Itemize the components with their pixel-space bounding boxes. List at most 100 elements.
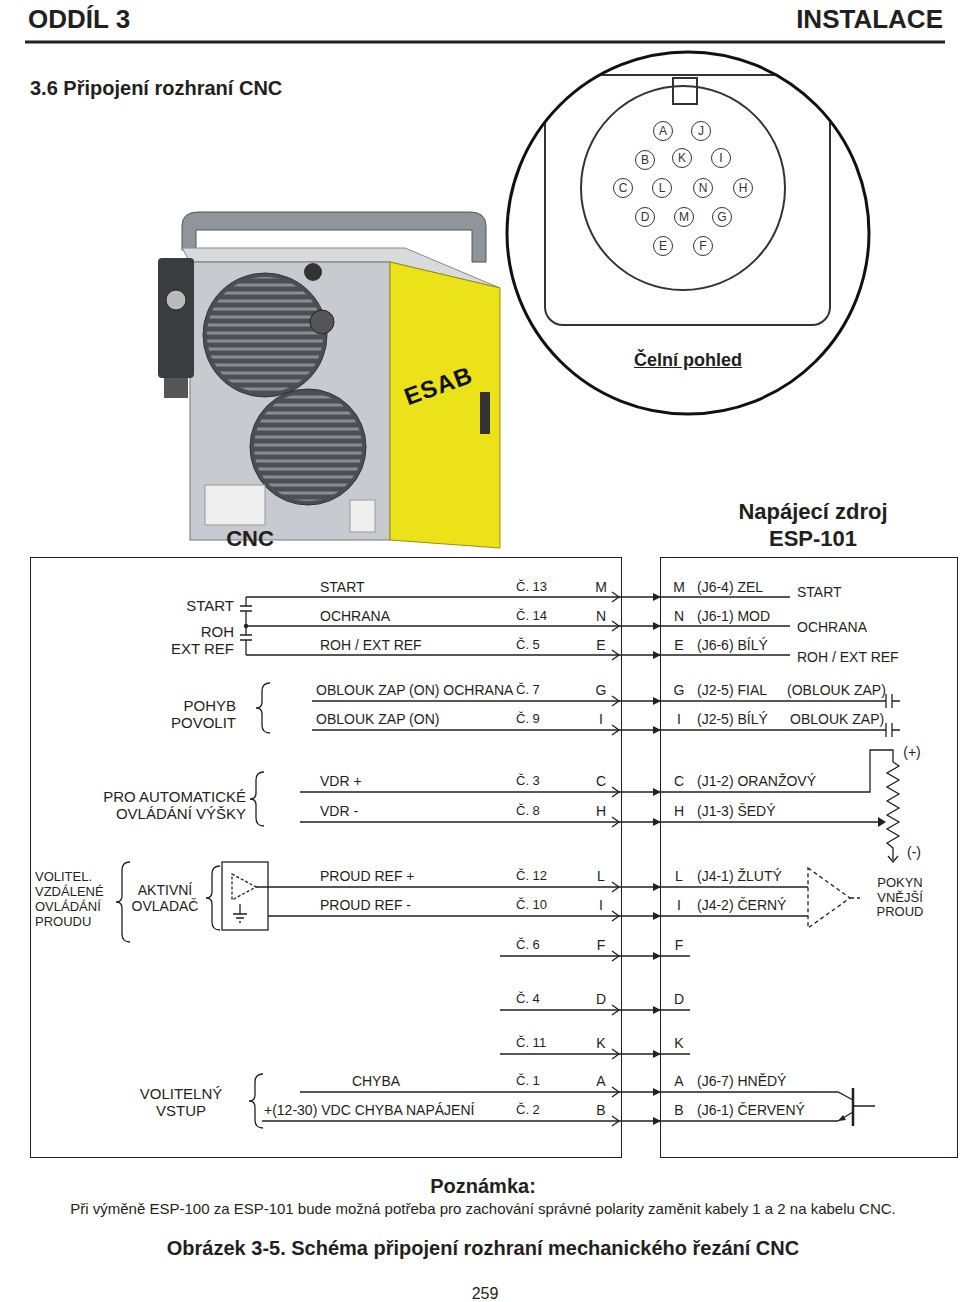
- wire-color: (J4-2) ČERNÝ: [697, 897, 786, 913]
- cable-wire: [622, 955, 660, 956]
- pin-letter: K: [674, 1035, 683, 1051]
- cable-wire: [622, 821, 660, 822]
- cable-wire: [622, 1091, 660, 1092]
- pin-letter: F: [699, 240, 706, 252]
- pin-letter: H: [596, 803, 606, 819]
- machine-yellow-cover: [390, 262, 500, 548]
- box-heading: CNC: [226, 526, 274, 551]
- transistor-symbol: [838, 1106, 875, 1121]
- fan-grille: [200, 277, 370, 501]
- group-label: AKTIVNÍ OVLADAČ: [127, 882, 203, 914]
- brace: [250, 772, 264, 826]
- connector-body: [545, 75, 830, 325]
- cable-wire: [622, 1053, 660, 1054]
- pin-letter: A: [596, 1073, 605, 1089]
- pin-letter: M: [679, 211, 689, 223]
- amplifier-symbol: [808, 868, 850, 928]
- signal-name: VDR -: [320, 803, 358, 819]
- cable-wire: [622, 791, 660, 792]
- group-label: ROH: [201, 623, 234, 640]
- wire-number: Č. 6: [516, 938, 540, 953]
- pin-letter: M: [595, 579, 607, 595]
- emitter-arrow: [838, 1115, 846, 1121]
- pin-circle: J: [691, 121, 711, 141]
- wire-color: (J6-4) ZEL: [697, 579, 763, 595]
- box-heading: Napájecí zdroj ESP-101: [723, 498, 903, 552]
- magnifier-circle: [507, 52, 869, 414]
- signal-name: ROH / EXT REF: [320, 637, 422, 653]
- pin-letter: C: [596, 773, 606, 789]
- pin-circle: G: [712, 207, 732, 227]
- wire-color: (J6-7) HNĚDÝ: [697, 1073, 786, 1089]
- pin-letter: N: [699, 182, 708, 194]
- wire-number: Č. 9: [516, 712, 540, 727]
- cable-wire: [622, 625, 660, 626]
- pin-circle: B: [635, 150, 655, 170]
- machine-photo: [158, 212, 500, 548]
- pin-circle: C: [613, 178, 633, 198]
- pin-letter: B: [641, 154, 649, 166]
- pin-circle: F: [693, 236, 713, 256]
- pin-letter: A: [659, 125, 667, 137]
- pin-letter: I: [599, 897, 603, 913]
- air-filter: [158, 258, 194, 378]
- pin-letter: N: [674, 608, 684, 624]
- driver-box: [222, 862, 268, 930]
- junction-dot: [244, 624, 248, 628]
- pin-letter: I: [599, 711, 603, 727]
- wire-number: Č. 12: [516, 869, 547, 884]
- pin-letter: H: [674, 803, 684, 819]
- transistor-symbol: [852, 1088, 855, 1126]
- signal-name: CHYBA: [352, 1073, 400, 1089]
- pin-letter: H: [739, 182, 748, 194]
- pin-letter: C: [619, 182, 628, 194]
- pin-letter: B: [596, 1102, 605, 1118]
- pin-letter: F: [675, 937, 684, 953]
- pin-letter: D: [641, 211, 650, 223]
- plug-chevrons: [612, 592, 619, 1126]
- pin-letter: K: [678, 152, 686, 164]
- pin-letter: E: [596, 637, 605, 653]
- signal-name: ROH / EXT REF: [797, 649, 899, 665]
- pin-letter: G: [717, 211, 726, 223]
- wire-number: Č. 11: [516, 1036, 546, 1051]
- sticker: [205, 485, 265, 525]
- group-label: POHYB POVOLIT: [166, 697, 236, 732]
- page-number: 259: [472, 1285, 499, 1302]
- pin-letter: K: [596, 1035, 605, 1051]
- signal-name: OCHRANA: [797, 619, 867, 635]
- page-header: ODDÍL 3: [28, 5, 130, 35]
- cable-wire: [622, 729, 660, 730]
- cnc-socket: [304, 263, 322, 281]
- ground-symbol: [233, 887, 268, 922]
- cable-wire: [622, 1120, 660, 1121]
- group-label: EXT REF: [171, 640, 234, 657]
- pin-letter: M: [673, 579, 685, 595]
- wire-number: Č. 1: [516, 1074, 540, 1089]
- wire-number: Č. 7: [516, 683, 540, 698]
- pin-letter: D: [596, 991, 606, 1007]
- switch-symbol: [240, 597, 258, 655]
- pin-letter: A: [674, 1073, 683, 1089]
- pin-letter: C: [674, 773, 684, 789]
- cable-wire: [622, 654, 660, 655]
- signal-name: START: [797, 584, 842, 600]
- contact-symbol: [886, 694, 900, 737]
- pin-letter: I: [719, 152, 722, 164]
- wiring: [116, 592, 900, 1128]
- machine-display: [480, 392, 490, 434]
- cable-wire: [622, 886, 660, 887]
- wiper-arrow: [878, 817, 886, 827]
- page-header: INSTALACE: [796, 5, 943, 35]
- pin-letter: I: [677, 897, 681, 913]
- signal-name: OCHRANA: [320, 608, 390, 624]
- wire-number: Č. 14: [516, 609, 547, 624]
- pin-letter: G: [674, 682, 685, 698]
- pin-letter: G: [596, 682, 607, 698]
- pin-letter: E: [674, 637, 683, 653]
- pin-circle: K: [672, 148, 692, 168]
- wire-color: (J1-3) ŠEDÝ: [697, 803, 776, 819]
- wire-color: (J6-1) MOD: [697, 608, 770, 624]
- cable-wire: [622, 1009, 660, 1010]
